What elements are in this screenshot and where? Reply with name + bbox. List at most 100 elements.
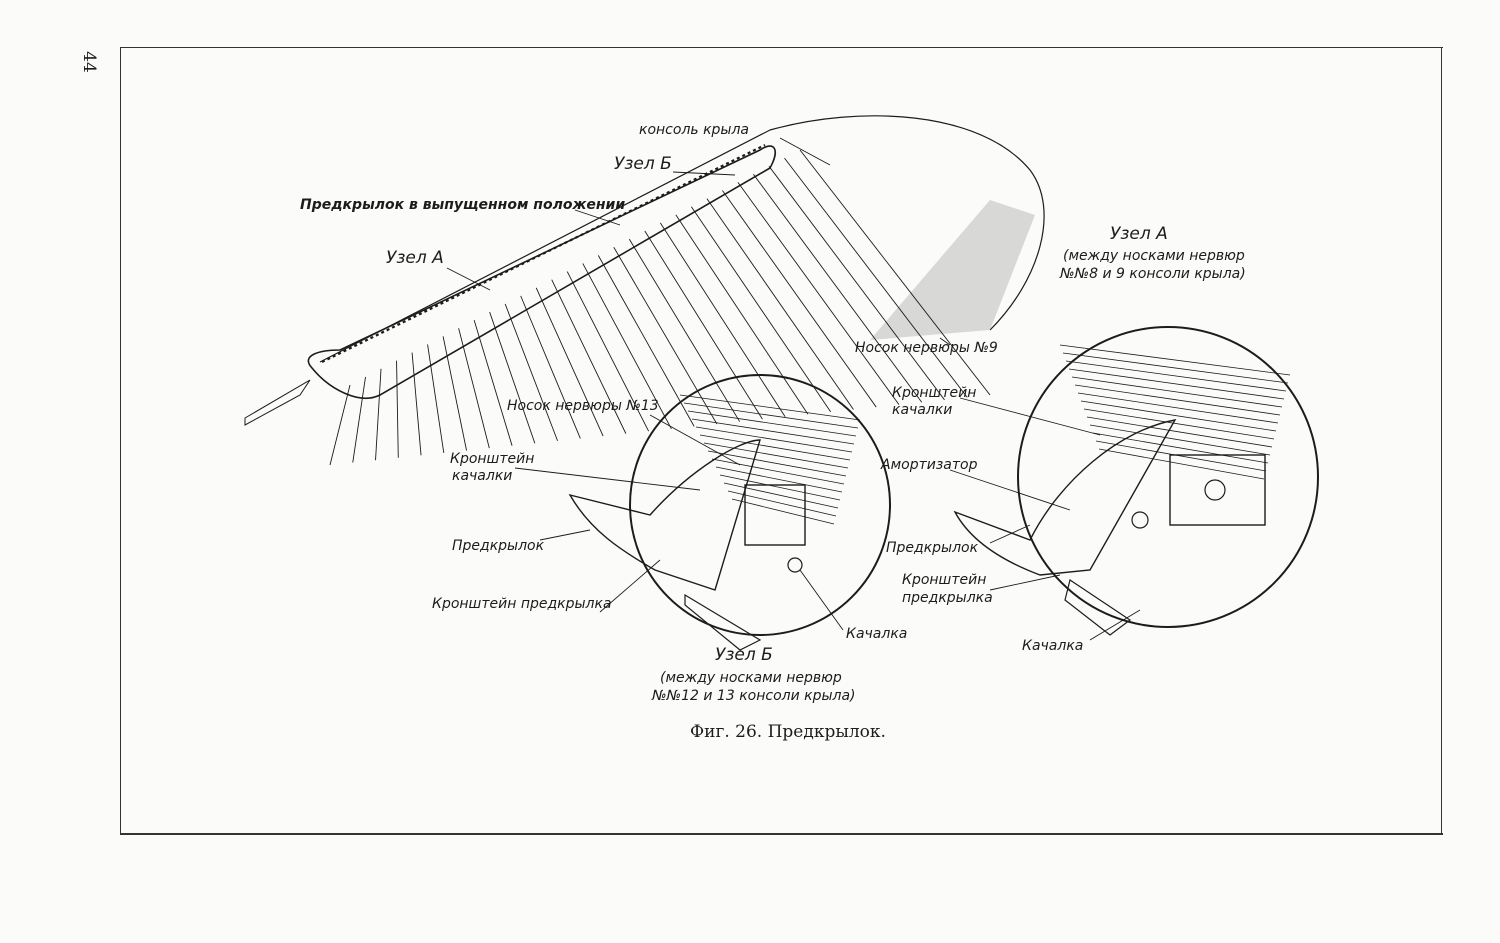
detail-b-hatch-line (715, 466, 843, 493)
wing-skin-line (691, 206, 832, 413)
wing-skin-line (597, 255, 695, 427)
detail-b-bracket (744, 484, 806, 546)
frame-left-rule (120, 47, 121, 835)
label-slat-bracket-right-1: Кронштейн (902, 572, 987, 588)
wing-skin-line (644, 230, 763, 420)
slat-edge (321, 144, 766, 363)
detail-b-hatch-line (727, 490, 837, 517)
wing-trailing-shade (870, 200, 1035, 340)
detail-a-hatch-line (1080, 400, 1277, 432)
wing-skin-line (551, 279, 627, 434)
wing-skin-line (659, 222, 786, 417)
label-rib-nose-9: Носок нервюры №9 (855, 340, 998, 356)
detail-a-hatch-line (1089, 424, 1271, 456)
detail-a-hatch-line (1077, 392, 1279, 424)
detail-b-pivot (787, 557, 803, 573)
wing-skin-line (520, 295, 581, 439)
detail-a-hatch (1059, 344, 1291, 480)
wing-skin-line (706, 198, 854, 410)
label-node-a-left: Узел А (386, 248, 444, 268)
label-wing-console: консоль крыла (639, 122, 750, 138)
label-rocker-left: Качалка (846, 626, 908, 642)
wing-skin-line (675, 214, 809, 415)
wing-outline (319, 115, 1045, 363)
wing-skin-line (411, 352, 422, 456)
detail-a-title: Узел А (1110, 224, 1168, 244)
label-rocker-bracket-left-1: Кронштейн (450, 451, 535, 467)
leader-lines (446, 137, 1141, 641)
detail-b-hatch-line (731, 498, 835, 525)
detail-a-hatch-line (1062, 352, 1289, 384)
detail-b-border (629, 374, 891, 636)
wing-skin-line (582, 263, 672, 430)
detail-a-hatch-line (1068, 368, 1285, 400)
detail-b-hatch-line (683, 402, 859, 429)
detail-a-subtitle-line2: №№8 и 9 консоли крыла) (1060, 266, 1246, 282)
detail-b-title: Узел Б (715, 645, 773, 665)
detail-a-bolt-1 (1204, 479, 1226, 501)
wing-skin-line (458, 328, 490, 449)
detail-a-hatch-line (1074, 384, 1281, 416)
wing-root-edge (244, 379, 311, 426)
detail-circle-a (953, 326, 1319, 636)
detail-b-hatch-line (687, 410, 857, 437)
wing-skin-line (442, 336, 467, 451)
label-slat-right: Предкрылок (886, 540, 979, 556)
label-rocker-bracket-right-1: Кронштейн (892, 385, 977, 401)
label-slat-bracket-right-2: предкрылка (902, 590, 993, 606)
detail-b-subtitle-line1: (между носками нервюр (660, 670, 842, 686)
detail-b-hatch-line (719, 474, 841, 501)
detail-a-hatch-line (1092, 432, 1269, 464)
detail-b-hatch-line (703, 442, 849, 469)
wing-skin-line (799, 149, 991, 396)
detail-a-hatch-line (1098, 448, 1265, 480)
frame-bottom-rule (120, 833, 1443, 835)
label-shock-absorber: Амортизатор (881, 457, 978, 473)
detail-b-slat (568, 439, 761, 591)
wing-skin-line (473, 320, 513, 446)
frame-right-rule (1441, 47, 1442, 835)
detail-b-lower-slat (684, 593, 762, 651)
detail-b-hatch-line (691, 418, 855, 445)
wing-skin-line (722, 190, 877, 408)
label-rocker-right: Качалка (1022, 638, 1084, 654)
detail-a-hatch-line (1083, 408, 1275, 440)
detail-b-hatch-line (711, 458, 845, 485)
detail-circle-b (568, 374, 891, 651)
detail-a-border (1017, 326, 1319, 628)
figure-caption: Фиг. 26. Предкрылок. (690, 722, 886, 742)
detail-b-hatch-line (695, 426, 853, 453)
slat-extended (307, 145, 776, 399)
detail-a-lower-slat (1064, 579, 1132, 636)
detail-a-bolt-2 (1131, 511, 1149, 529)
label-slat-extended: Предкрылок в выпущенном положении (300, 197, 626, 213)
label-slat-left: Предкрылок (452, 538, 545, 554)
wing-skin-line (737, 182, 900, 405)
wing-skin-line (427, 344, 445, 453)
wing-skin-line (396, 360, 399, 458)
wing-skin-lines (329, 149, 991, 466)
wing-skin-line (504, 303, 559, 442)
detail-b-hatch-line (723, 482, 839, 509)
label-rocker-bracket-left-2: качалки (452, 468, 513, 484)
frame-top-rule (120, 47, 1443, 48)
wing-skin-line (329, 384, 351, 466)
detail-a-hatch-line (1086, 416, 1273, 448)
detail-a-hatch-line (1071, 376, 1283, 408)
wing-skin-line (489, 311, 536, 444)
detail-a-bracket (1169, 454, 1266, 526)
detail-a-hatch-line (1059, 344, 1291, 376)
label-rocker-bracket-right-2: качалки (892, 402, 953, 418)
detail-b-hatch (679, 394, 861, 525)
detail-b-hatch-line (707, 450, 847, 477)
wing-skin-line (352, 376, 366, 463)
detail-a-slat (953, 419, 1177, 576)
label-rib-nose-13: Носок нервюры №13 (507, 398, 659, 414)
wing-skin-line (566, 271, 650, 432)
wing-console-drawing (244, 115, 1045, 466)
label-slat-bracket-left: Кронштейн предкрылка (432, 596, 612, 612)
wing-skin-line (375, 368, 382, 461)
detail-a-subtitle-line1: (между носками нервюр (1063, 248, 1245, 264)
detail-b-hatch-line (699, 434, 851, 461)
